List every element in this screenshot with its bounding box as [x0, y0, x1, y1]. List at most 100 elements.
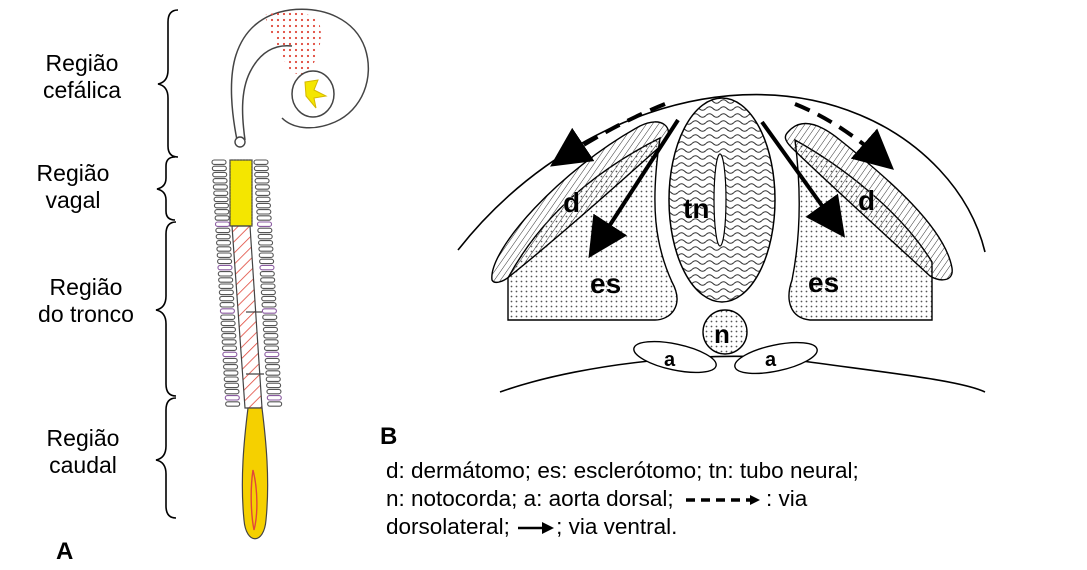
somite: [266, 371, 280, 375]
somite: [256, 203, 270, 207]
somite: [256, 197, 270, 201]
somite: [213, 172, 227, 176]
somite: [223, 352, 237, 356]
legend-dashed-arrow-icon: [680, 493, 766, 507]
brace-caudal: [156, 398, 176, 518]
somite: [222, 334, 236, 338]
somite: [259, 253, 273, 257]
somite: [261, 290, 275, 294]
somite: [264, 340, 278, 344]
somite: [215, 216, 229, 220]
somite: [212, 166, 226, 170]
somite: [216, 222, 230, 226]
somite: [261, 278, 275, 282]
label-es-left: es: [590, 268, 621, 299]
somite: [267, 396, 281, 400]
brace-vagal: [157, 157, 175, 220]
somite: [219, 290, 233, 294]
somite: [225, 396, 239, 400]
somite: [217, 247, 231, 251]
somite: [265, 352, 279, 356]
label-n: n: [714, 319, 730, 349]
somite: [216, 228, 230, 232]
somite: [222, 340, 236, 344]
somite: [259, 247, 273, 251]
somite: [219, 284, 233, 288]
embryo-diagram: [0, 0, 380, 570]
label-d-left: d: [563, 187, 580, 218]
somite: [213, 179, 227, 183]
somite: [224, 365, 238, 369]
somite: [214, 191, 228, 195]
somite: [213, 185, 227, 189]
somite: [219, 278, 233, 282]
legend-via-label: : via: [766, 486, 807, 511]
somite: [218, 272, 232, 276]
somite: [214, 203, 228, 207]
somite: [262, 309, 276, 313]
embryo-head: [231, 9, 368, 147]
panel-letter-b: B: [380, 423, 397, 451]
somite: [254, 166, 268, 170]
somite: [257, 216, 271, 220]
somite: [221, 321, 235, 325]
label-tn: tn: [683, 193, 709, 224]
label-a-left: a: [664, 349, 676, 371]
somite: [226, 402, 240, 406]
somite: [260, 259, 274, 263]
somite: [223, 346, 237, 350]
somite: [218, 265, 232, 269]
somite: [263, 315, 277, 319]
somite: [266, 377, 280, 381]
somite: [262, 303, 276, 307]
legend-line-1: d: dermátomo; es: esclerótomo; tn: tubo …: [386, 457, 1086, 485]
somite: [224, 377, 238, 381]
somite: [255, 179, 269, 183]
somite: [225, 389, 239, 393]
somite: [218, 259, 232, 263]
somite: [255, 185, 269, 189]
somite: [263, 321, 277, 325]
legend-dorsolateral: dorsolateral;: [386, 514, 510, 539]
somite: [215, 210, 229, 214]
label-a-right: a: [765, 349, 777, 371]
somite: [263, 327, 277, 331]
somite: [217, 241, 231, 245]
somite: [220, 296, 234, 300]
neural-canal: [714, 154, 726, 246]
somite: [264, 334, 278, 338]
somite: [261, 284, 275, 288]
somite: [260, 265, 274, 269]
somite: [265, 346, 279, 350]
somite: [223, 358, 237, 362]
somite: [254, 160, 268, 164]
somite: [214, 197, 228, 201]
somite: [224, 371, 238, 375]
cross-section-diagram: d d es es tn n a a: [440, 0, 1040, 410]
brace-cefalica: [158, 10, 178, 157]
legend-line-2: n: notocorda; a: aorta dorsal; : via: [386, 485, 1086, 513]
legend-line-3: dorsolateral; ; via ventral.: [386, 513, 1086, 541]
label-d-right: d: [858, 185, 875, 216]
brace-tronco: [156, 222, 176, 396]
somite: [212, 160, 226, 164]
somite: [217, 253, 231, 257]
somite: [267, 383, 281, 387]
somite: [256, 191, 270, 195]
somite: [266, 365, 280, 369]
tail: [242, 408, 267, 539]
somite: [255, 172, 269, 176]
somite: [221, 315, 235, 319]
somite: [265, 358, 279, 362]
somite: [216, 234, 230, 238]
legend: d: dermátomo; es: esclerótomo; tn: tubo …: [386, 457, 1086, 541]
somite: [225, 383, 239, 387]
legend-solid-arrow-icon: [516, 521, 556, 535]
somite: [262, 296, 276, 300]
somite: [220, 303, 234, 307]
label-es-right: es: [808, 267, 839, 298]
somite: [220, 309, 234, 313]
legend-via-ventral: ; via ventral.: [556, 514, 677, 539]
somite: [221, 327, 235, 331]
somite: [257, 210, 271, 214]
